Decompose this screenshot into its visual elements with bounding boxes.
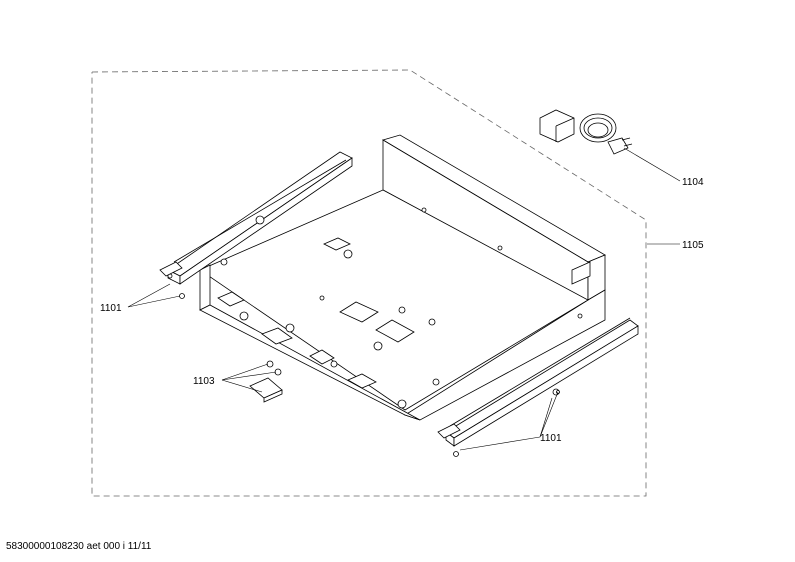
power-cable	[539, 109, 633, 155]
document-code: 58300000108230 aet 000 i 11/11	[6, 541, 152, 552]
bracket-kit	[249, 360, 283, 403]
callout-drawer-runner-left: 1101	[100, 303, 122, 314]
assembly-boundary	[91, 69, 647, 497]
drawer-runner-left	[159, 151, 353, 299]
callout-power-cable: 1104	[682, 177, 704, 188]
drawer-tray	[199, 134, 606, 421]
callout-bracket-kit: 1103	[193, 376, 215, 387]
drawer-runner-right	[437, 317, 639, 457]
leader-lines	[127, 147, 681, 451]
callout-drawer-runner-right: 1101	[540, 433, 562, 444]
callout-drawer-assembly: 1105	[682, 240, 704, 251]
